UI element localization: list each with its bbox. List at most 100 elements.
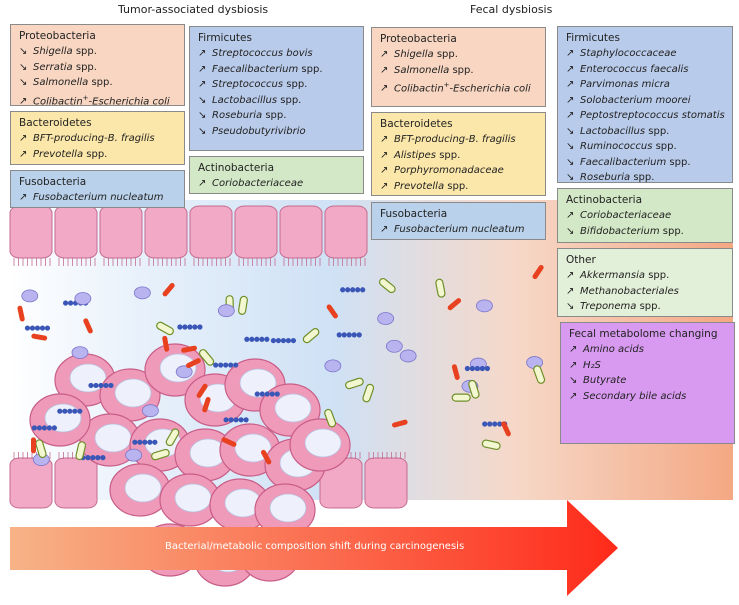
taxon-name: Lactobacillus — [212, 94, 278, 106]
flagellated-bacterium — [133, 286, 151, 300]
epithelial-cell — [189, 205, 233, 259]
tumor-cell-nucleus — [269, 493, 307, 523]
fecal-firmicutes-box: Firmicutes ↗Staphylococcaceae↗Enterococc… — [557, 26, 733, 183]
coccus-chain — [464, 365, 470, 372]
taxon-item: ↗Peptostreptococcus stomatis — [566, 108, 726, 124]
taxon-item: ↗Fusobacterium nucleatum — [380, 222, 539, 238]
rod-bacterium — [238, 295, 248, 315]
coccus-chain — [228, 417, 234, 423]
taxon-suffix: spp. — [436, 149, 461, 161]
rod-bacterium — [198, 349, 215, 366]
taxon-name: Colibactin — [394, 83, 444, 95]
coccus-chain — [24, 325, 31, 331]
taxon-item: ↘Roseburia spp. — [566, 170, 726, 186]
decrease-arrow-icon: ↘ — [198, 125, 207, 137]
taxon-item: ↗Fusobacterium nucleatum — [19, 190, 178, 206]
coccus-chain — [254, 336, 260, 342]
decrease-arrow-icon: ↘ — [566, 172, 575, 183]
taxon-name: Butyrate — [583, 375, 627, 386]
coccus-chain — [243, 417, 249, 423]
coccus-chain — [218, 362, 224, 368]
epithelial-cell — [9, 457, 53, 509]
increase-arrow-icon: ↗ — [380, 64, 389, 76]
taxon-name: Serratia — [33, 61, 73, 73]
red-bacterium — [451, 364, 460, 380]
taxon-name-tail: -Escherichia coli — [449, 83, 531, 95]
coccus-chain — [142, 439, 148, 445]
coccus-chain — [360, 287, 366, 293]
coccus-chain — [223, 362, 229, 368]
taxon-item: ↗Coriobacteriaceae — [566, 208, 726, 224]
box-title: Actinobacteria — [566, 194, 643, 206]
coccus-chain — [29, 325, 36, 331]
taxon-item: ↗Alistipes spp. — [380, 148, 539, 164]
fecal-metabolome-box: Fecal metabolome changing ↗Amino acids↗H… — [560, 322, 735, 444]
coccus-chain — [340, 287, 346, 293]
taxon-name: Lactobacillus — [580, 125, 646, 137]
taxon-name: Alistipes — [394, 149, 437, 161]
taxon-name: Roseburia — [580, 172, 631, 183]
increase-arrow-icon: ↗ — [19, 95, 28, 107]
coccus-chain — [90, 455, 96, 461]
red-bacterium — [31, 333, 48, 341]
taxon-superscript: + — [82, 93, 89, 102]
coccus-chain — [249, 336, 255, 342]
taxon-item: ↗ Methanobacteriales — [566, 284, 726, 300]
coccus-chain — [497, 421, 503, 427]
flagellated-bacterium — [377, 312, 395, 325]
tumor-cell-nucleus — [274, 393, 312, 423]
box-title: Fusobacteria — [380, 208, 448, 220]
taxon-suffix: spp. — [72, 61, 97, 73]
increase-arrow-icon: ↗ — [566, 285, 575, 297]
coccus-chain — [223, 417, 229, 423]
red-bacterium — [532, 264, 544, 280]
tumor-cell-nucleus — [234, 433, 272, 463]
coccus-chain — [31, 425, 37, 431]
coccus-chain — [192, 324, 198, 330]
taxon-name: Coriobacteriaceae — [212, 178, 304, 189]
coccus-chain — [482, 421, 488, 427]
increase-arrow-icon: ↗ — [569, 390, 578, 402]
taxon-name: Akkermansia — [580, 270, 646, 281]
coccus-chain — [85, 455, 91, 461]
taxon-item: ↘Pseudobutyrivibrio — [198, 124, 357, 140]
tumor-dysbiosis-header: Tumor-associated dysbiosis — [118, 3, 269, 16]
fecal-other-box: Other ↗Akkermansia spp.↗Methanobacterial… — [557, 248, 733, 317]
coccus-chain — [275, 337, 282, 344]
box-title: Bacteroidetes — [380, 118, 453, 130]
decrease-arrow-icon: ↘ — [566, 225, 575, 237]
composition-shift-arrow — [10, 500, 618, 596]
increase-arrow-icon: ↗ — [569, 359, 578, 371]
red-bacterium — [162, 282, 175, 297]
flagellated-bacterium — [217, 304, 235, 318]
taxon-name: Treponema — [580, 301, 637, 312]
taxon-suffix: spp. — [433, 49, 458, 60]
taxon-item: ↗Solobacterium moorei — [566, 93, 726, 109]
coccus-chain — [355, 287, 361, 293]
flagellated-bacterium — [21, 289, 39, 303]
coccus-chain — [350, 287, 356, 293]
box-title: Actinobacteria — [198, 162, 275, 174]
epithelial-cell — [144, 205, 188, 259]
taxon-name: Shigella — [394, 49, 434, 60]
increase-arrow-icon: ↗ — [566, 48, 575, 59]
coccus-chain — [351, 332, 357, 338]
taxon-name: Roseburia — [212, 110, 263, 121]
taxon-name: Methanobacteriales — [580, 285, 679, 297]
coccus-chain — [62, 300, 69, 306]
red-bacterium — [181, 345, 197, 353]
tumor-firmicutes-box: Firmicutes ↗Streptococcus bovis↗Faecalib… — [189, 26, 364, 151]
coccus-chain — [264, 391, 270, 397]
coccus-chain — [269, 391, 275, 397]
coccus-chain — [51, 425, 57, 431]
increase-arrow-icon: ↗ — [380, 49, 389, 60]
increase-arrow-icon: ↗ — [380, 224, 389, 235]
rod-bacterium — [468, 379, 480, 399]
taxon-name: Bifidobacterium — [580, 225, 660, 237]
taxon-item: ↗H₂S — [569, 358, 728, 374]
rod-bacterium — [156, 321, 174, 336]
increase-arrow-icon: ↗ — [566, 110, 575, 121]
taxon-item: ↘Treponema spp. — [566, 299, 726, 315]
taxon-name: Salmonella — [33, 77, 89, 88]
taxon-item: ↗Colibactin+-Escherichia coli — [19, 91, 178, 110]
